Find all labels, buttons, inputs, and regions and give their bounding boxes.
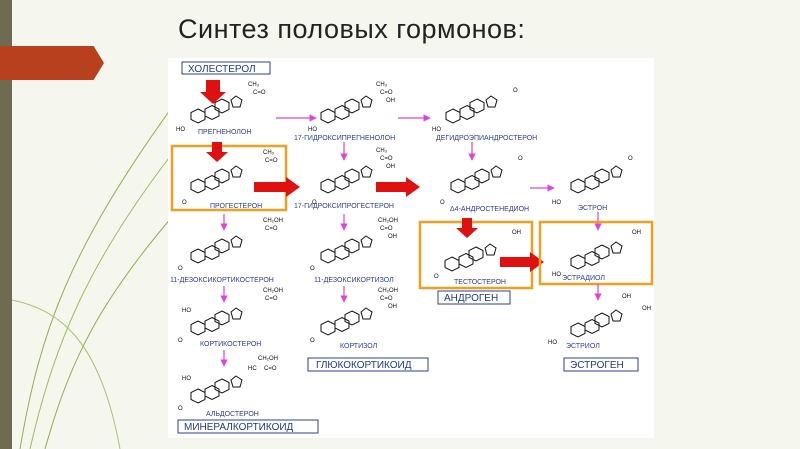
svg-text:CH₃: CH₃ xyxy=(376,82,388,88)
svg-text:CH₃: CH₃ xyxy=(263,150,275,156)
left-accent-bar xyxy=(0,0,12,449)
deoxycortisol-label: 11-ДЕЗОКСИКОРТИЗОЛ xyxy=(314,277,394,284)
corticosterone-structure xyxy=(190,307,243,336)
svg-text:HO: HO xyxy=(182,308,191,314)
svg-text:OH: OH xyxy=(388,304,397,310)
svg-text:CH₂OH: CH₂OH xyxy=(263,288,283,294)
svg-text:O: O xyxy=(513,88,518,94)
deoxycorticosterone-structure xyxy=(190,235,243,264)
svg-text:HO: HO xyxy=(308,127,317,133)
title-tab xyxy=(0,46,104,80)
svg-text:C=O: C=O xyxy=(265,158,278,164)
svg-text:O: O xyxy=(178,338,183,344)
svg-text:HO: HO xyxy=(552,272,561,278)
page-title: Синтез половых гормонов: xyxy=(178,14,526,44)
hydroxyprogesterone-label: 17-ГИДРОКСИПРОГЕСТЕРОН xyxy=(294,203,394,210)
svg-text:OH: OH xyxy=(632,230,641,236)
svg-text:C=O: C=O xyxy=(265,296,278,302)
svg-text:O: O xyxy=(518,156,523,162)
svg-text:OH: OH xyxy=(386,98,395,104)
aldosterone-label: АЛЬДОСТЕРОН xyxy=(206,411,259,418)
svg-text:CH₂OH: CH₂OH xyxy=(378,288,398,294)
main-arrow-down-3 xyxy=(456,218,478,238)
deoxycortisol-structure xyxy=(320,235,373,264)
estradiol-highlight-box xyxy=(538,220,654,286)
estriol-structure xyxy=(570,309,623,338)
svg-text:C=O: C=O xyxy=(253,90,266,96)
cholesterol-label: ХОЛЕСТЕРОЛ xyxy=(188,64,256,75)
progesterone-structure xyxy=(190,165,243,194)
cortisol-label: КОРТИЗОЛ xyxy=(340,343,378,350)
estradiol-structure xyxy=(570,241,623,270)
diagram-panel xyxy=(168,58,654,438)
dhea-structure xyxy=(445,95,498,124)
svg-text:O: O xyxy=(178,406,183,412)
estrone-structure xyxy=(570,165,623,194)
cholesterol-box xyxy=(181,61,271,75)
svg-text:O: O xyxy=(312,200,317,206)
svg-text:O: O xyxy=(178,266,183,272)
testosterone-label: ТЕСТОСТЕРОН xyxy=(454,279,506,286)
svg-text:O: O xyxy=(434,274,439,280)
progesterone-label: ПРОГЕСТЕРОН xyxy=(210,203,262,210)
svg-text:C=O: C=O xyxy=(265,226,278,232)
svg-text:O: O xyxy=(310,266,315,272)
svg-text:OH: OH xyxy=(622,294,631,300)
svg-text:HO: HO xyxy=(176,127,185,133)
svg-text:OH: OH xyxy=(512,230,521,236)
cortisol-structure xyxy=(320,307,373,336)
svg-text:HO: HO xyxy=(548,340,557,346)
svg-text:HO: HO xyxy=(182,376,191,382)
estrogen-label: ЭСТРОГЕН xyxy=(570,360,624,371)
testosterone-structure xyxy=(444,243,497,272)
aldosterone-structure xyxy=(190,375,243,404)
estrone-label: ЭСТРОН xyxy=(578,205,607,212)
corticosterone-label: КОРТИКОСТЕРОН xyxy=(200,341,261,348)
hydroxypregnenolone-structure xyxy=(320,95,373,124)
main-arrow-down-1 xyxy=(200,80,226,104)
hydroxyprogesterone-structure xyxy=(320,165,373,194)
svg-text:HO: HO xyxy=(552,200,561,206)
svg-text:O: O xyxy=(440,200,445,206)
svg-text:CH₂OH: CH₂OH xyxy=(378,218,398,224)
androstenedione-structure xyxy=(450,165,503,194)
svg-text:CH₂OH: CH₂OH xyxy=(263,218,283,224)
glucocorticoid-label: ГЛЮКОКОРТИКОИД xyxy=(316,360,412,371)
svg-text:C=O: C=O xyxy=(264,366,277,372)
hydroxypregnenolone-label: 17-ГИДРОКСИПРЕГНЕНОЛОН xyxy=(294,135,395,142)
svg-text:O: O xyxy=(628,156,633,162)
svg-text:OH: OH xyxy=(388,234,397,240)
steroid-synthesis-diagram: ХОЛЕСТЕРОЛ CH₃ C=O HO ПРЕГНЕНОЛОН CH₃ C=O O… xyxy=(170,61,654,434)
svg-text:HO: HO xyxy=(432,127,441,133)
svg-text:CH₃: CH₃ xyxy=(376,148,388,154)
main-arrow-down-2 xyxy=(206,142,228,162)
glucocorticoid-box xyxy=(307,357,429,372)
pregnenolone-label: ПРЕГНЕНОЛОН xyxy=(198,129,251,136)
svg-text:C=O: C=O xyxy=(380,156,393,162)
androstenedione-label: Δ4-АНДРОСТЕНЕДИОН xyxy=(450,206,529,213)
svg-text:C=O: C=O xyxy=(380,90,393,96)
androgen-label: АНДРОГЕН xyxy=(444,293,498,304)
svg-text:O: O xyxy=(182,200,187,206)
svg-text:CH₃: CH₃ xyxy=(248,82,260,88)
main-arrow-right-3 xyxy=(500,252,544,272)
svg-text:C=O: C=O xyxy=(380,226,393,232)
main-arrow-right-2 xyxy=(376,177,420,197)
androgen-box xyxy=(437,290,511,305)
svg-text:HC: HC xyxy=(248,366,257,372)
svg-text:O: O xyxy=(310,338,315,344)
mineralocorticoid-box xyxy=(177,419,319,434)
svg-text:CH₂OH: CH₂OH xyxy=(258,356,278,362)
mineralocorticoid-label: МИНЕРАЛКОРТИКОИД xyxy=(184,422,294,433)
svg-text:OH: OH xyxy=(386,164,395,170)
dhea-label: ДЕГИДРОЭПИАНДРОСТЕРОН xyxy=(436,135,537,142)
decorative-lines xyxy=(11,109,179,449)
estradiol-label: ЭСТРАДИОЛ xyxy=(562,275,605,282)
estriol-label: ЭСТРИОЛ xyxy=(566,343,600,350)
main-arrow-right-1 xyxy=(254,177,300,197)
deoxycorticosterone-label: 11-ДЕЗОКСИКОРТИКОСТЕРОН xyxy=(170,277,274,284)
svg-text:OH: OH xyxy=(642,306,651,312)
svg-text:C=O: C=O xyxy=(380,296,393,302)
estrogen-box xyxy=(563,357,639,372)
